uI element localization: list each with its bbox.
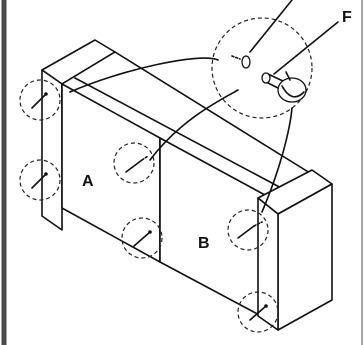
leader-line-lower: [261, 107, 293, 213]
leader-line-middle: [149, 89, 239, 161]
cam-lock-icon: [231, 55, 307, 103]
label-f: F: [342, 9, 352, 26]
dowel-icon: [121, 217, 163, 259]
magnifier-circle-icon: [211, 0, 339, 119]
dowel-icon: [19, 79, 61, 121]
right-side-panel: [257, 169, 333, 331]
dowel-icon: [237, 291, 279, 333]
dowel-icon: [19, 159, 61, 201]
label-b: B: [198, 235, 210, 252]
dowel-icon: [227, 209, 269, 251]
dowel-callouts: [19, 79, 279, 333]
label-a: A: [82, 173, 94, 190]
leader-line-upper: [69, 57, 219, 93]
dowel-icon: [113, 142, 155, 184]
